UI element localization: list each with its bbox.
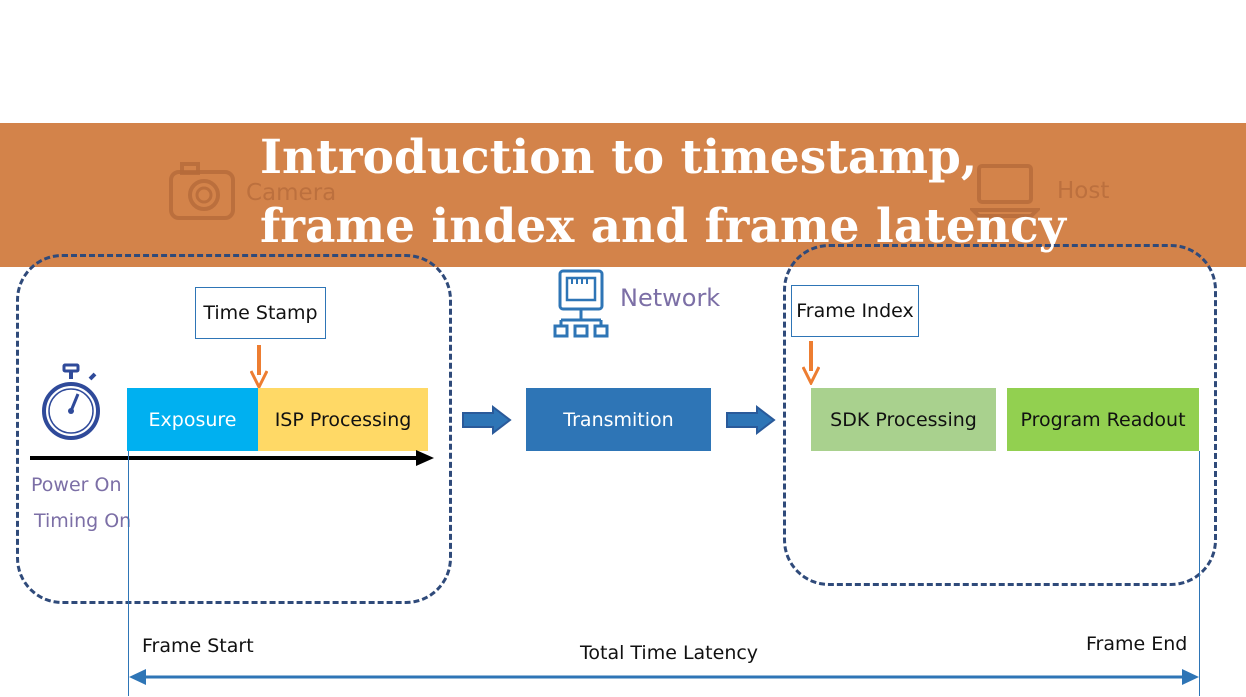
laptop-icon bbox=[970, 164, 1040, 218]
title-banner bbox=[0, 123, 1246, 267]
camera-group-box bbox=[16, 254, 452, 604]
page-title-line-1: Introduction to timestamp, bbox=[260, 130, 978, 185]
time-stamp-marker-arrow bbox=[250, 345, 268, 389]
host-group-box bbox=[783, 244, 1217, 586]
flow-arrow-camera-to-network bbox=[462, 404, 512, 436]
exposure-stage: Exposure bbox=[127, 388, 258, 451]
network-icon bbox=[553, 269, 609, 338]
network-label: Network bbox=[620, 284, 721, 312]
total-latency-arrow bbox=[129, 669, 1199, 685]
total-latency-label: Total Time Latency bbox=[580, 642, 759, 664]
frame-start-line bbox=[128, 451, 129, 696]
frame-start-label: Frame Start bbox=[142, 635, 254, 657]
power-on-label: Power On bbox=[31, 474, 122, 496]
program-readout-stage: Program Readout bbox=[1007, 388, 1199, 451]
isp-processing-stage: ISP Processing bbox=[258, 388, 428, 451]
frame-end-line bbox=[1199, 451, 1200, 696]
stopwatch-icon bbox=[42, 363, 100, 440]
page-title-line-2: frame index and frame latency bbox=[260, 199, 1066, 254]
time-stamp-label: Time Stamp bbox=[195, 287, 326, 339]
transmition-stage: Transmition bbox=[526, 388, 711, 451]
timing-on-label: Timing On bbox=[34, 510, 132, 532]
camera-bg-label: Camera bbox=[246, 180, 337, 206]
flow-arrow-network-to-host bbox=[726, 404, 776, 436]
host-bg-label: Host bbox=[1057, 178, 1110, 204]
frame-index-marker-arrow bbox=[802, 341, 820, 385]
frame-end-label: Frame End bbox=[1086, 633, 1188, 655]
frame-index-label: Frame Index bbox=[791, 285, 919, 337]
timing-arrow bbox=[30, 450, 434, 466]
sdk-processing-stage: SDK Processing bbox=[811, 388, 996, 451]
camera-icon bbox=[169, 162, 235, 220]
